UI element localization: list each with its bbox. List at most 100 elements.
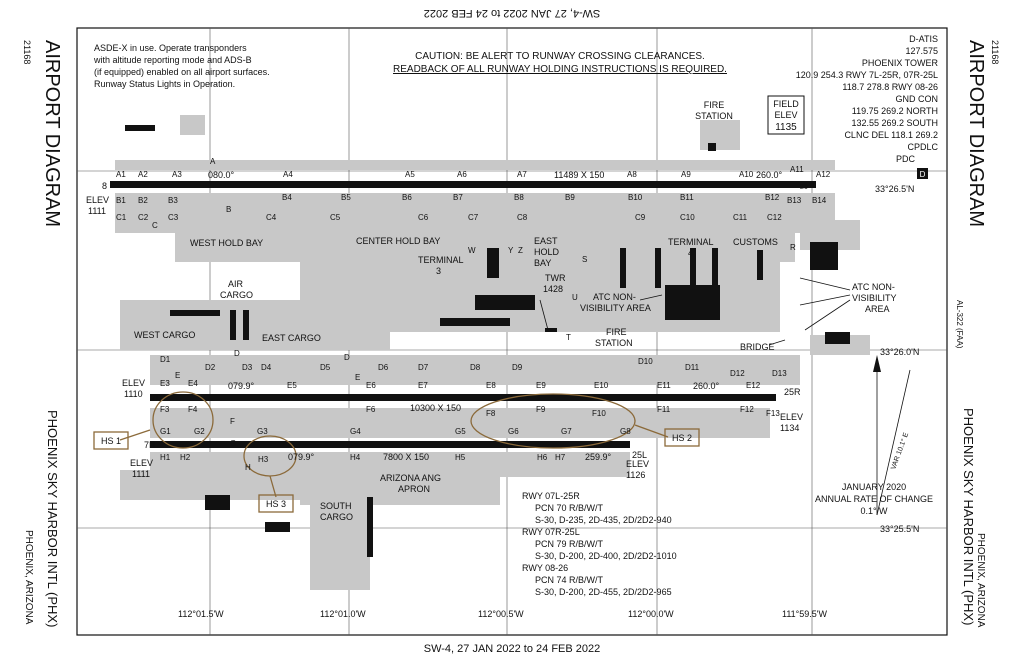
- taxi-E8: E8: [486, 381, 496, 390]
- taxi-H2: H2: [180, 453, 191, 462]
- taxi-D: D: [234, 349, 240, 358]
- r7r-elev-l2: 1111: [132, 469, 150, 479]
- taxi-D4: D4: [261, 363, 272, 372]
- taxi-D-2: D: [344, 353, 350, 362]
- taxi-E10: E10: [594, 381, 609, 390]
- r7l-hdg-left: 079.9°: [228, 381, 255, 391]
- left-top-titles: AIRPORT DIAGRAM 21168: [22, 40, 63, 227]
- buildings: [125, 125, 850, 557]
- title-right: AIRPORT DIAGRAM: [965, 40, 987, 227]
- taxi-B2: B2: [138, 196, 148, 205]
- north-arrow-icon: [873, 355, 911, 516]
- left-bottom-titles: PHOENIX SKY HARBOR INTL (PHX) PHOENIX, A…: [23, 410, 60, 627]
- taxi-C2: C2: [138, 213, 149, 222]
- taxi-Z: Z: [518, 246, 523, 255]
- bridge-label: BRIDGE: [740, 342, 775, 352]
- twr-l1: TWR: [545, 273, 566, 283]
- taxi-F9: F9: [536, 405, 546, 414]
- ang-l2: APRON: [398, 484, 430, 494]
- pcn-4: PCN 79 R/B/W/T: [535, 539, 604, 549]
- city-left: PHOENIX, ARIZONA: [23, 530, 34, 625]
- taxi-C1: C1: [116, 213, 127, 222]
- field-elev-box: [767, 95, 805, 135]
- taxi-F: F: [230, 417, 235, 426]
- al-code: AL-322 (FAA): [955, 300, 964, 349]
- taxi-E-2: E: [355, 373, 360, 382]
- pcn-0: RWY 07L-25R: [522, 491, 580, 501]
- taxi-D1: D1: [160, 355, 171, 364]
- taxi-C5: C5: [330, 213, 341, 222]
- r7l-end-left: 7L: [151, 393, 161, 403]
- r7l-elev-l1: ELEV: [122, 378, 145, 388]
- terminal4-l1: TERMINAL: [668, 237, 714, 247]
- effective-date-bottom: SW-4, 27 JAN 2022 to 24 FEB 2022: [424, 643, 601, 655]
- taxi-C12: C12: [767, 213, 782, 222]
- taxi-E7: E7: [418, 381, 428, 390]
- pcn-8: S-30, D-200, 2D-455, 2D/2D2-965: [535, 587, 672, 597]
- airport-surface: [115, 115, 870, 590]
- r08-end-right: 26: [800, 184, 808, 191]
- atc-nonvis-l1: ATC NON-: [593, 292, 636, 302]
- taxi-D8: D8: [470, 363, 481, 372]
- right-top-titles: AIRPORT DIAGRAM 21168: [965, 40, 1000, 227]
- taxi-E5: E5: [287, 381, 297, 390]
- field-elev-value: 1135: [775, 122, 797, 133]
- lon-label-3: 112°00.5'W: [478, 609, 524, 619]
- terminal3-l2: 3: [436, 266, 441, 276]
- taxi-A7: A7: [517, 170, 527, 179]
- taxi-D7: D7: [418, 363, 429, 372]
- runway-7R-25L: [150, 441, 630, 448]
- taxi-C: C: [152, 221, 158, 230]
- doc-id-right: 21168: [990, 40, 1000, 64]
- variation-date: JANUARY 2020: [842, 482, 906, 492]
- pcn-block: RWY 07L-25R PCN 70 R/B/W/T S-30, D-235, …: [522, 491, 677, 597]
- taxi-U: U: [572, 293, 578, 302]
- runway-7L-25R: [150, 394, 776, 401]
- lat-label-1: 33°26.5'N: [875, 184, 914, 194]
- hotspot-labels: HS 1 HS 2 HS 3: [101, 433, 692, 509]
- coordinate-labels: 33°26.5'N 33°26.0'N 33°25.5'N 112°01.5'W…: [178, 184, 919, 619]
- taxi-H7: H7: [555, 453, 566, 462]
- fire-station-1-l1: FIRE: [704, 100, 725, 110]
- r08-hdg-left: 080.0°: [208, 170, 235, 180]
- taxi-G2: G2: [194, 427, 205, 436]
- r7r-elev-r1: ELEV: [626, 459, 649, 469]
- pcn-1: PCN 70 R/B/W/T: [535, 503, 604, 513]
- caution-line-2: READBACK OF ALL RUNWAY HOLDING INSTRUCTI…: [393, 64, 727, 75]
- taxi-E4: E4: [188, 379, 198, 388]
- taxi-B9: B9: [565, 193, 575, 202]
- city-right: PHOENIX, ARIZONA: [975, 533, 986, 628]
- taxi-E6: E6: [366, 381, 376, 390]
- taxi-F6: F6: [366, 405, 376, 414]
- freq-0: D-ATIS: [909, 34, 938, 44]
- taxi-B3: B3: [168, 196, 178, 205]
- taxi-Y: Y: [508, 246, 514, 255]
- taxi-C8: C8: [517, 213, 528, 222]
- taxi-F3: F3: [160, 405, 170, 414]
- taxi-F4: F4: [188, 405, 198, 414]
- area-labels: WEST HOLD BAY CENTER HOLD BAY EAST HOLD …: [134, 236, 897, 522]
- taxi-B12: B12: [765, 193, 780, 202]
- taxi-R: R: [790, 243, 796, 252]
- taxi-H3: H3: [258, 455, 269, 464]
- terminal4-l2: 4: [688, 248, 693, 258]
- lat-label-3: 33°25.5'N: [880, 524, 919, 534]
- r7l-hdg-right: 260.0°: [693, 381, 720, 391]
- taxi-H: H: [245, 463, 251, 472]
- taxi-G7: G7: [561, 427, 572, 436]
- terminal3-l1: TERMINAL: [418, 255, 464, 265]
- freq-5: GND CON: [896, 94, 939, 104]
- center-hold-bay-label: CENTER HOLD BAY: [356, 236, 440, 246]
- taxi-A9: A9: [681, 170, 691, 179]
- r7r-elev-r2: 1126: [626, 470, 645, 480]
- hotspot-2-label: HS 2: [672, 433, 692, 443]
- freq-8: CLNC DEL 118.1 269.2: [844, 130, 938, 140]
- r08-elev-l1: ELEV: [86, 195, 109, 205]
- pcn-3: RWY 07R-25L: [522, 527, 580, 537]
- pcn-7: PCN 74 R/B/W/T: [535, 575, 604, 585]
- taxi-D2: D2: [205, 363, 216, 372]
- taxi-D9: D9: [512, 363, 523, 372]
- taxi-C7: C7: [468, 213, 479, 222]
- r08-hdg-right: 260.0°: [756, 170, 783, 180]
- hotspot-outlines: [93, 391, 700, 513]
